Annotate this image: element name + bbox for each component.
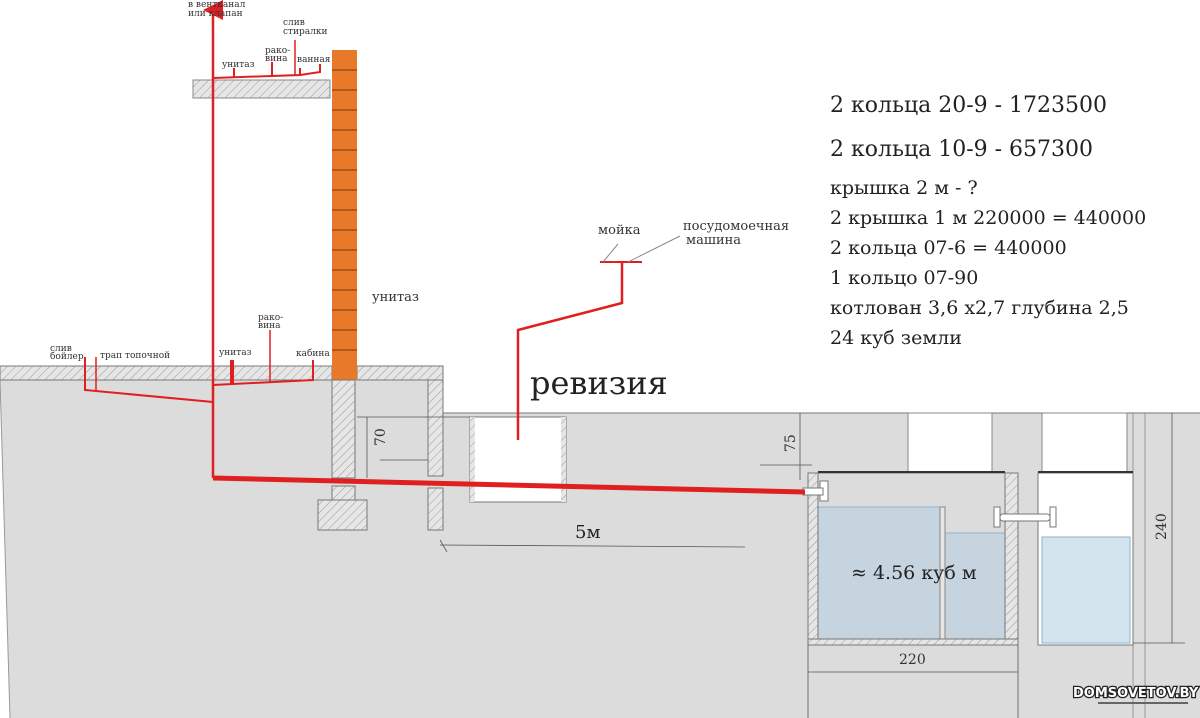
note-line: 2 крышка 1 м 220000 = 440000 xyxy=(830,207,1146,229)
floor-slab xyxy=(0,365,333,381)
shower-label: кабина xyxy=(296,348,330,359)
tank-volume-label: ≈ 4.56 куб м xyxy=(851,562,977,584)
watermark-logo: DOMSOVETOV.BY xyxy=(1073,686,1199,701)
dim-5m: 5м xyxy=(575,522,600,543)
footing xyxy=(317,499,368,531)
note-line: котлован 3,6 х2,7 глубина 2,5 xyxy=(830,297,1129,319)
upper-sink-label: рако-вина xyxy=(265,46,290,64)
cost-notes: 2 кольца 20-9 - 1723500 2 кольца 10-9 - … xyxy=(830,93,1146,349)
dim-70: 70 xyxy=(373,428,389,446)
note-line: 2 кольца 07-6 = 440000 xyxy=(830,237,1067,259)
foundation-wall xyxy=(331,379,356,479)
dim-240: 240 xyxy=(1154,513,1170,540)
kitchen-sink-label: мойка xyxy=(598,223,641,238)
upper-toilet-label: унитаз xyxy=(222,60,255,70)
toilet-label: унитаз xyxy=(372,290,419,305)
note-line: 1 кольцо 07-90 xyxy=(830,267,978,289)
lower-sink-label: рако-вина xyxy=(258,313,283,331)
sewer-pipes xyxy=(84,0,806,495)
septic-tank-1 xyxy=(807,471,1019,646)
brick-wall xyxy=(332,50,357,366)
revision-label: ревизия xyxy=(530,364,668,402)
lower-toilet-label: унитаз xyxy=(219,348,252,358)
note-line: 2 кольца 20-9 - 1723500 xyxy=(830,93,1107,118)
drain-label: трап топочной xyxy=(100,351,170,361)
overflow-pipe xyxy=(999,513,1051,522)
ground xyxy=(0,380,1200,718)
note-line: 24 куб земли xyxy=(830,327,962,349)
bath-label: ванная xyxy=(297,55,331,65)
dim-220: 220 xyxy=(899,652,926,668)
dim-75: 75 xyxy=(783,434,799,452)
note-line: 2 кольца 10-9 - 657300 xyxy=(830,137,1093,162)
upper-floor-slab xyxy=(192,79,331,99)
septic-tank-2 xyxy=(1037,471,1134,646)
note-line: крышка 2 м - ? xyxy=(830,177,978,199)
